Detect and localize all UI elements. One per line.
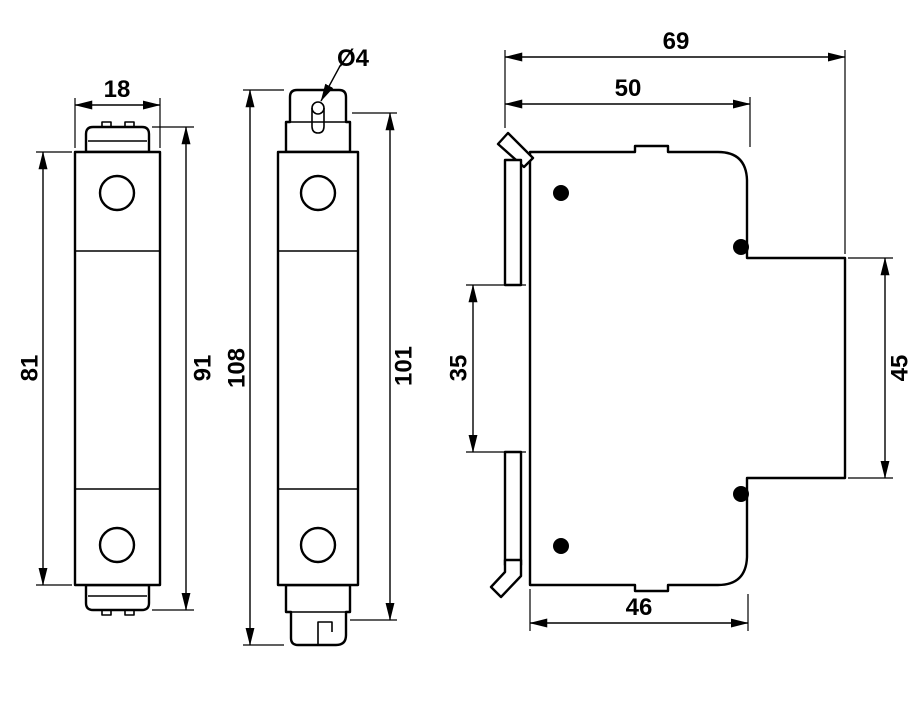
front-bottom-clip [84,583,151,612]
hole-diameter-callout: Ø4 [320,45,370,102]
middle-view [276,88,360,647]
dim-label-18: 18 [104,76,131,103]
dim-label-91: 91 [190,355,217,382]
dim-side-depth-bottom: 46 [529,589,749,631]
dim-front-overall-height: 91 [152,126,217,611]
rivet-top-left [553,185,569,201]
front-top-clip-detail [88,121,147,142]
front-bottom-hole [98,526,136,564]
front-view [73,121,162,616]
din-clip-top-claw [496,131,535,169]
middle-top-hole [299,174,337,212]
dim-label-45: 45 [887,355,914,382]
dim-middle-mount-span: 101 [350,112,418,621]
front-top-hole [98,174,136,212]
dim-label-108: 108 [224,348,251,388]
dim-label-69: 69 [663,28,690,55]
dim-side-right-height: 45 [848,257,914,479]
dim-front-body-height: 81 [17,151,72,586]
dim-label-50: 50 [615,75,642,102]
extension-line [504,50,846,254]
side-view [489,131,847,599]
din-clip-top-bar [503,158,523,287]
middle-section-lines [278,250,358,490]
din-clip-bottom-claw [489,558,523,599]
front-section-lines [75,250,160,490]
middle-bottom-tab [284,583,352,647]
dim-label-101: 101 [391,346,418,386]
middle-body [276,150,360,587]
dim-front-width: 18 [74,76,161,148]
middle-bottom-hole [299,526,337,564]
mounting-slot [311,108,325,134]
side-body [528,144,847,593]
rivet-bottom-right [733,486,749,502]
rivet-bottom-left [553,538,569,554]
dim-label-46: 46 [626,594,653,621]
dim-side-rail-opening: 35 [446,284,526,453]
extension-line [466,284,526,453]
leader-line [320,65,341,102]
dim-label-81: 81 [17,355,44,382]
middle-top-tab [284,88,352,154]
rivet-top-right [733,239,749,255]
front-bottom-clip-detail [88,595,147,616]
dim-middle-overall-height: 108 [224,89,284,646]
dim-label-35: 35 [446,355,473,382]
front-top-clip [84,125,151,154]
middle-bottom-hook [317,621,333,645]
dim-side-depth-top: 50 [504,75,751,147]
dim-label-dia4: Ø4 [337,45,370,72]
front-body [73,150,162,587]
dim-side-depth-total: 69 [504,28,846,254]
din-clip-bottom-bar [503,450,523,567]
